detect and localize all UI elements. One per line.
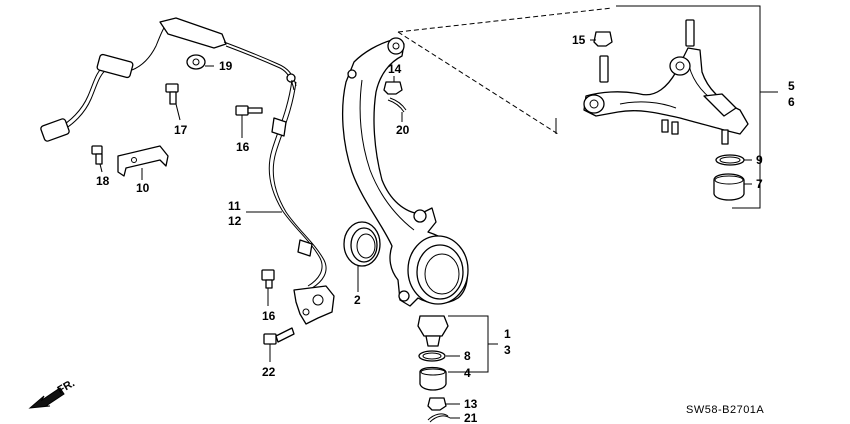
callout-15: 15 — [572, 33, 586, 47]
bolt-17-icon — [165, 83, 179, 105]
callout-12: 12 — [228, 214, 242, 228]
callout-5: 5 — [788, 79, 795, 93]
callout-18: 18 — [96, 174, 110, 188]
callout-9: 9 — [756, 153, 763, 167]
boot-lower — [419, 366, 447, 391]
upper-arm-box — [555, 5, 761, 209]
diagram-code: SW58-B2701A — [686, 404, 764, 416]
callout-8: 8 — [464, 349, 471, 363]
callout-14: 14 — [388, 62, 402, 76]
clip-bracket — [117, 145, 169, 177]
callout-3: 3 — [504, 343, 511, 357]
assembly-dashed-line-b — [397, 7, 613, 33]
callout-21: 21 — [464, 411, 478, 424]
callout-13: 13 — [464, 397, 478, 411]
castle-nut-lower — [427, 397, 447, 411]
snap-ring-upper — [715, 154, 745, 166]
cotter-pin-lower — [427, 413, 451, 423]
lower-ball-joint — [417, 315, 449, 347]
dust-seal — [343, 221, 381, 267]
callout-2: 2 — [354, 293, 361, 307]
callout-16-upper: 16 — [236, 140, 250, 154]
nut-15-icon — [593, 31, 613, 47]
steering-knuckle — [341, 37, 469, 307]
fr-label: FR. — [56, 377, 77, 396]
bolt-16-lower-icon — [261, 269, 275, 289]
callout-4: 4 — [464, 366, 471, 380]
abs-sensor-harness — [40, 17, 297, 142]
callouts: 19 17 16 18 10 11 12 16 22 2 14 20 1 3 8… — [96, 33, 795, 424]
callout-1: 1 — [504, 327, 511, 341]
callout-22: 22 — [262, 365, 276, 379]
boot-upper — [713, 173, 745, 201]
callout-7: 7 — [756, 177, 763, 191]
bolt-16-upper-icon — [235, 105, 263, 116]
callout-17: 17 — [174, 123, 188, 137]
snap-ring-lower — [418, 350, 446, 362]
nut-19-icon — [186, 54, 206, 70]
callout-6: 6 — [788, 95, 795, 109]
bolt-22-icon — [263, 327, 295, 345]
brake-hose — [268, 79, 327, 289]
front-direction-arrow: FR. — [28, 377, 77, 409]
assembly-dashed-line-a — [397, 31, 559, 135]
castle-nut-upper — [383, 81, 403, 95]
callout-16-lower: 16 — [262, 309, 276, 323]
cotter-pin-upper — [387, 97, 407, 113]
sensor-bracket — [293, 285, 335, 325]
upper-control-arm — [583, 19, 749, 145]
callout-10: 10 — [136, 181, 150, 195]
callout-11: 11 — [228, 199, 241, 213]
fr-arrow-icon — [28, 387, 65, 409]
bolt-18-icon — [91, 145, 103, 165]
leader-lines — [99, 39, 778, 419]
callout-19: 19 — [219, 59, 233, 73]
callout-20: 20 — [396, 123, 410, 137]
